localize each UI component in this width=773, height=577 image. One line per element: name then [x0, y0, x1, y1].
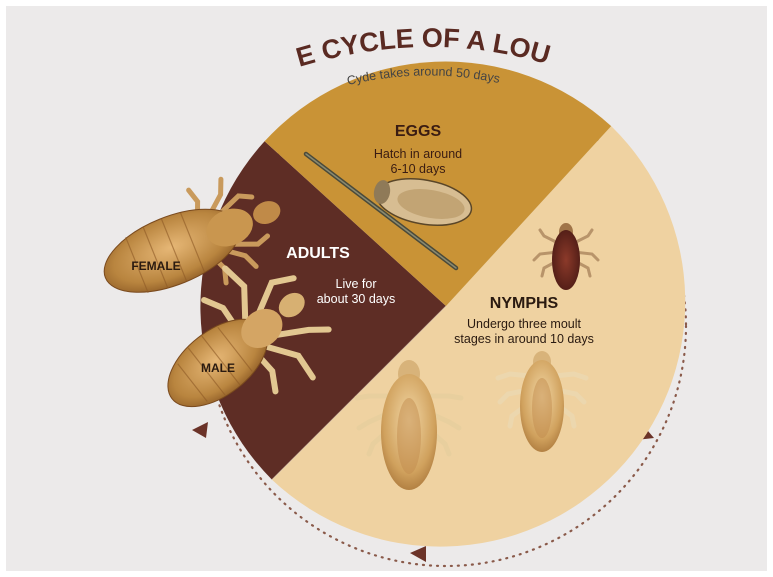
eggs-desc-line1: Hatch in around: [374, 147, 462, 161]
diagram-title: LIFE CYCLE OF A LOUSE: [6, 6, 554, 73]
adults-desc-line1: Live for: [336, 277, 377, 291]
infographic: LIFE CYCLE OF A LOUSE Cyde takes around …: [6, 6, 767, 571]
adults-title: ADULTS: [286, 245, 350, 262]
cycle-arrow-icon: [192, 422, 208, 438]
nymphs-desc-line2: stages in around 10 days: [454, 332, 594, 346]
eggs-desc-line2: 6-10 days: [391, 162, 446, 176]
cycle-arrow-icon: [410, 546, 426, 562]
eggs-title: EGGS: [395, 123, 442, 140]
female-label: FEMALE: [131, 259, 180, 273]
life-cycle-diagram: LIFE CYCLE OF A LOUSE Cyde takes around …: [6, 6, 767, 571]
male-label: MALE: [201, 361, 235, 375]
nymphs-title: NYMPHS: [490, 295, 559, 312]
adults-desc-line2: about 30 days: [317, 292, 396, 306]
nymphs-desc-line1: Undergo three moult: [467, 317, 581, 331]
